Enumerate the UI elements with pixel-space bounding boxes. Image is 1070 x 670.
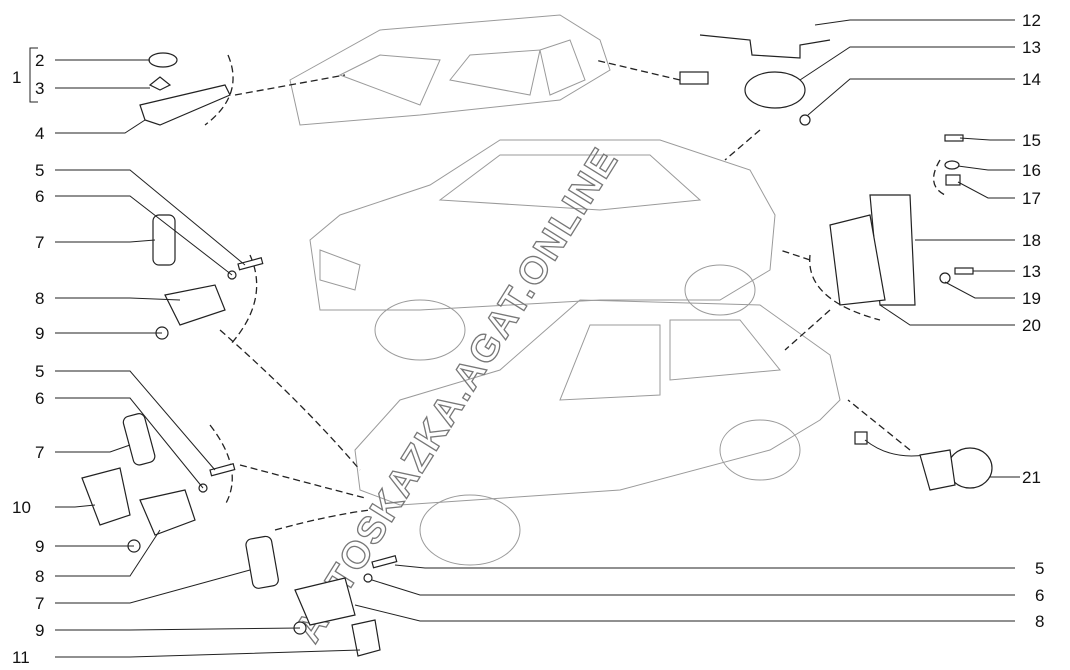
- lamp-part: [148, 52, 178, 68]
- leader-line: [55, 627, 301, 631]
- callout-label-6: 6: [35, 389, 44, 408]
- dashed-arrows: [204, 54, 946, 531]
- lamp-housing-part: [139, 84, 231, 126]
- leader-line: [55, 195, 233, 276]
- right-leader-lines: [354, 19, 1020, 622]
- callout-label-10: 10: [12, 498, 31, 517]
- callout-label-8: 8: [35, 289, 44, 308]
- callout-label-3: 3: [35, 79, 44, 98]
- callout-label-8: 8: [35, 567, 44, 586]
- leader-line: [394, 564, 1015, 569]
- leader-line: [354, 604, 1015, 622]
- leader-line: [959, 137, 1015, 141]
- callout-label-19: 19: [1022, 289, 1041, 308]
- leader-line: [55, 297, 181, 301]
- group-bracket: [29, 47, 38, 103]
- callout-label-7: 7: [35, 443, 44, 462]
- leader-line: [957, 165, 1015, 171]
- callout-label-4: 4: [35, 124, 44, 143]
- callout-label-20: 20: [1022, 316, 1041, 335]
- leader-line: [807, 78, 1015, 116]
- leader-line: [55, 119, 146, 134]
- leader-line: [944, 281, 1015, 299]
- leader-line: [55, 529, 161, 577]
- callout-label-7: 7: [35, 233, 44, 252]
- leader-line: [55, 370, 216, 471]
- car-sedan: [354, 299, 841, 566]
- callout-label-2: 2: [35, 51, 44, 70]
- callout-label-5: 5: [35, 161, 44, 180]
- callout-label-17: 17: [1022, 189, 1041, 208]
- clip-part: [148, 76, 172, 91]
- leader-line: [55, 569, 251, 604]
- callout-label-18: 18: [1022, 231, 1041, 250]
- callout-label-1: 1: [12, 68, 21, 87]
- leader-line: [55, 504, 96, 508]
- callout-label-9: 9: [35, 621, 44, 640]
- leader-line: [55, 444, 131, 453]
- car-hatchback-wagon: [289, 14, 611, 126]
- leader-line: [814, 19, 1015, 26]
- leader-line: [879, 304, 1015, 326]
- parts: [81, 34, 993, 657]
- callout-label-11: 11: [12, 648, 30, 667]
- leader-line: [55, 239, 156, 243]
- callout-label-14: 14: [1022, 70, 1041, 89]
- callout-label-21: 21: [1022, 468, 1041, 487]
- callout-label-16: 16: [1022, 161, 1041, 180]
- callout-label-7: 7: [35, 594, 44, 613]
- leader-line: [371, 579, 1015, 596]
- callout-label-13: 13: [1022, 262, 1041, 281]
- callout-labels: 1234567895671098791112131415161718131920…: [12, 11, 1044, 667]
- bracket-part: [164, 284, 226, 326]
- callout-label-5: 5: [35, 362, 44, 381]
- callout-label-15: 15: [1022, 131, 1041, 150]
- leader-line: [55, 397, 204, 489]
- callout-label-13: 13: [1022, 38, 1041, 57]
- callout-label-8: 8: [1035, 612, 1044, 631]
- leader-line: [799, 46, 1015, 81]
- leader-line: [55, 649, 361, 658]
- callout-label-6: 6: [1035, 586, 1044, 605]
- callout-label-6: 6: [35, 187, 44, 206]
- leader-line: [957, 181, 1015, 199]
- leader-line: [55, 169, 246, 266]
- callout-label-5: 5: [1035, 559, 1044, 578]
- left-leader-lines: [55, 59, 361, 658]
- callout-label-9: 9: [35, 324, 44, 343]
- callout-label-9: 9: [35, 537, 44, 556]
- car-hatchback: [309, 139, 776, 361]
- callout-label-12: 12: [1022, 11, 1041, 30]
